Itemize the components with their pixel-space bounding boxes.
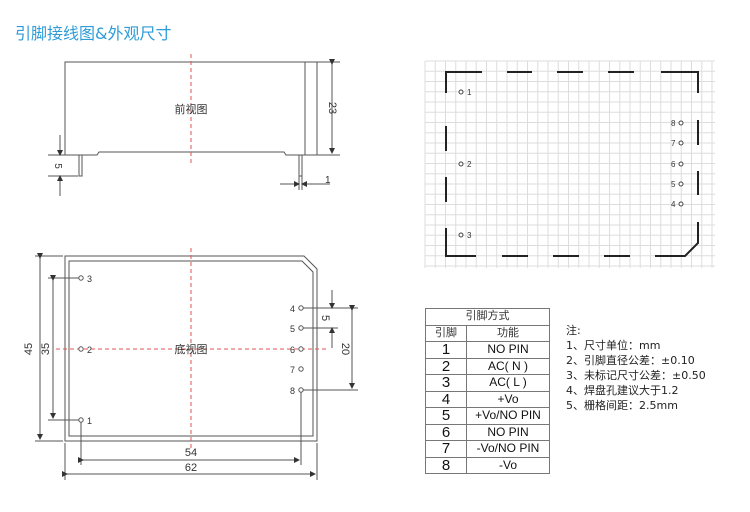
pin-label: 3 (467, 231, 472, 240)
pin-number: 1 (425, 341, 467, 359)
pin-table-title: 引脚方式 (425, 308, 550, 326)
bottom-view-label: 底视图 (175, 342, 208, 356)
pin-number: 4 (425, 390, 467, 408)
table-row: 4+Vo (425, 390, 550, 408)
dim-62: 62 (185, 462, 197, 474)
page-title: 引脚接线图&外观尺寸 (15, 24, 172, 43)
pin-number: 8 (425, 456, 467, 474)
pin-number: 3 (425, 374, 467, 392)
dim-35: 35 (40, 343, 52, 355)
bottom-pin-labels: 1 2 3 4 5 6 7 8 (87, 274, 295, 426)
bottom-view (35, 248, 358, 480)
pin-function: NO PIN (466, 341, 550, 359)
pin-function: NO PIN (466, 423, 550, 441)
dim-height-23: 23 (326, 102, 338, 114)
notes: 注: 1、尺寸单位：mm 2、引脚直径公差：±0.10 3、未标记尺寸公差：±0… (566, 323, 706, 413)
pin-label: 8 (290, 386, 295, 396)
footprint-pin-holes (458, 89, 684, 238)
pin-function: +Vo (466, 390, 550, 408)
dim-5: 5 (319, 315, 331, 321)
note-item: 3、未标记尺寸公差：±0.50 (566, 369, 706, 382)
pin-label: 7 (290, 365, 295, 375)
note-item: 5、栅格间距：2.5mm (566, 399, 678, 412)
pin-label: 5 (290, 324, 295, 334)
notes-heading: 注: (566, 324, 581, 337)
front-view-label: 前视图 (175, 102, 208, 116)
pin-label: 3 (87, 274, 92, 284)
pin-label: 8 (671, 119, 676, 128)
pin-function: -Vo/NO PIN (466, 440, 550, 458)
pin-label: 4 (671, 200, 676, 209)
dim-54: 54 (185, 447, 197, 459)
footprint-outline (445, 71, 699, 257)
header-pin: 引脚 (425, 324, 467, 342)
dim-pin-length-5: 5 (52, 163, 63, 169)
table-row: 5+Vo/NO PIN (425, 407, 550, 425)
pin-number: 7 (425, 440, 467, 458)
pin-function: AC( N ) (466, 357, 550, 375)
bottom-pin-holes (78, 275, 304, 423)
pin-label: 6 (290, 345, 295, 355)
pin-number: 5 (425, 407, 467, 425)
pin-function: -Vo (466, 456, 550, 474)
pin-function: +Vo/NO PIN (466, 407, 550, 425)
pin-function: AC( L ) (466, 374, 550, 392)
pin-label: 2 (87, 345, 92, 355)
pin-label: 4 (290, 304, 295, 314)
pin-label: 7 (671, 139, 676, 148)
pin-label: 1 (467, 88, 472, 97)
footprint-pin-labels: 1 2 3 4 5 6 7 8 (467, 88, 676, 240)
dim-pin-diameter-1: 1 (325, 175, 331, 186)
table-row: 8-Vo (425, 456, 550, 474)
header-function: 功能 (466, 324, 550, 342)
front-view (48, 54, 340, 196)
pin-label: 5 (671, 180, 676, 189)
table-row: 7-Vo/NO PIN (425, 440, 550, 458)
pin-label: 1 (87, 416, 92, 426)
pin-label: 2 (467, 160, 472, 169)
note-item: 2、引脚直径公差：±0.10 (566, 354, 695, 367)
note-item: 1、尺寸单位：mm (566, 339, 661, 352)
pin-number: 6 (425, 423, 467, 441)
dim-20: 20 (339, 343, 351, 355)
dim-45: 45 (23, 343, 35, 355)
pin-label: 6 (671, 160, 676, 169)
pin-number: 2 (425, 357, 467, 375)
note-item: 4、焊盘孔建议大于1.2 (566, 384, 679, 397)
footprint-grid (424, 60, 715, 268)
